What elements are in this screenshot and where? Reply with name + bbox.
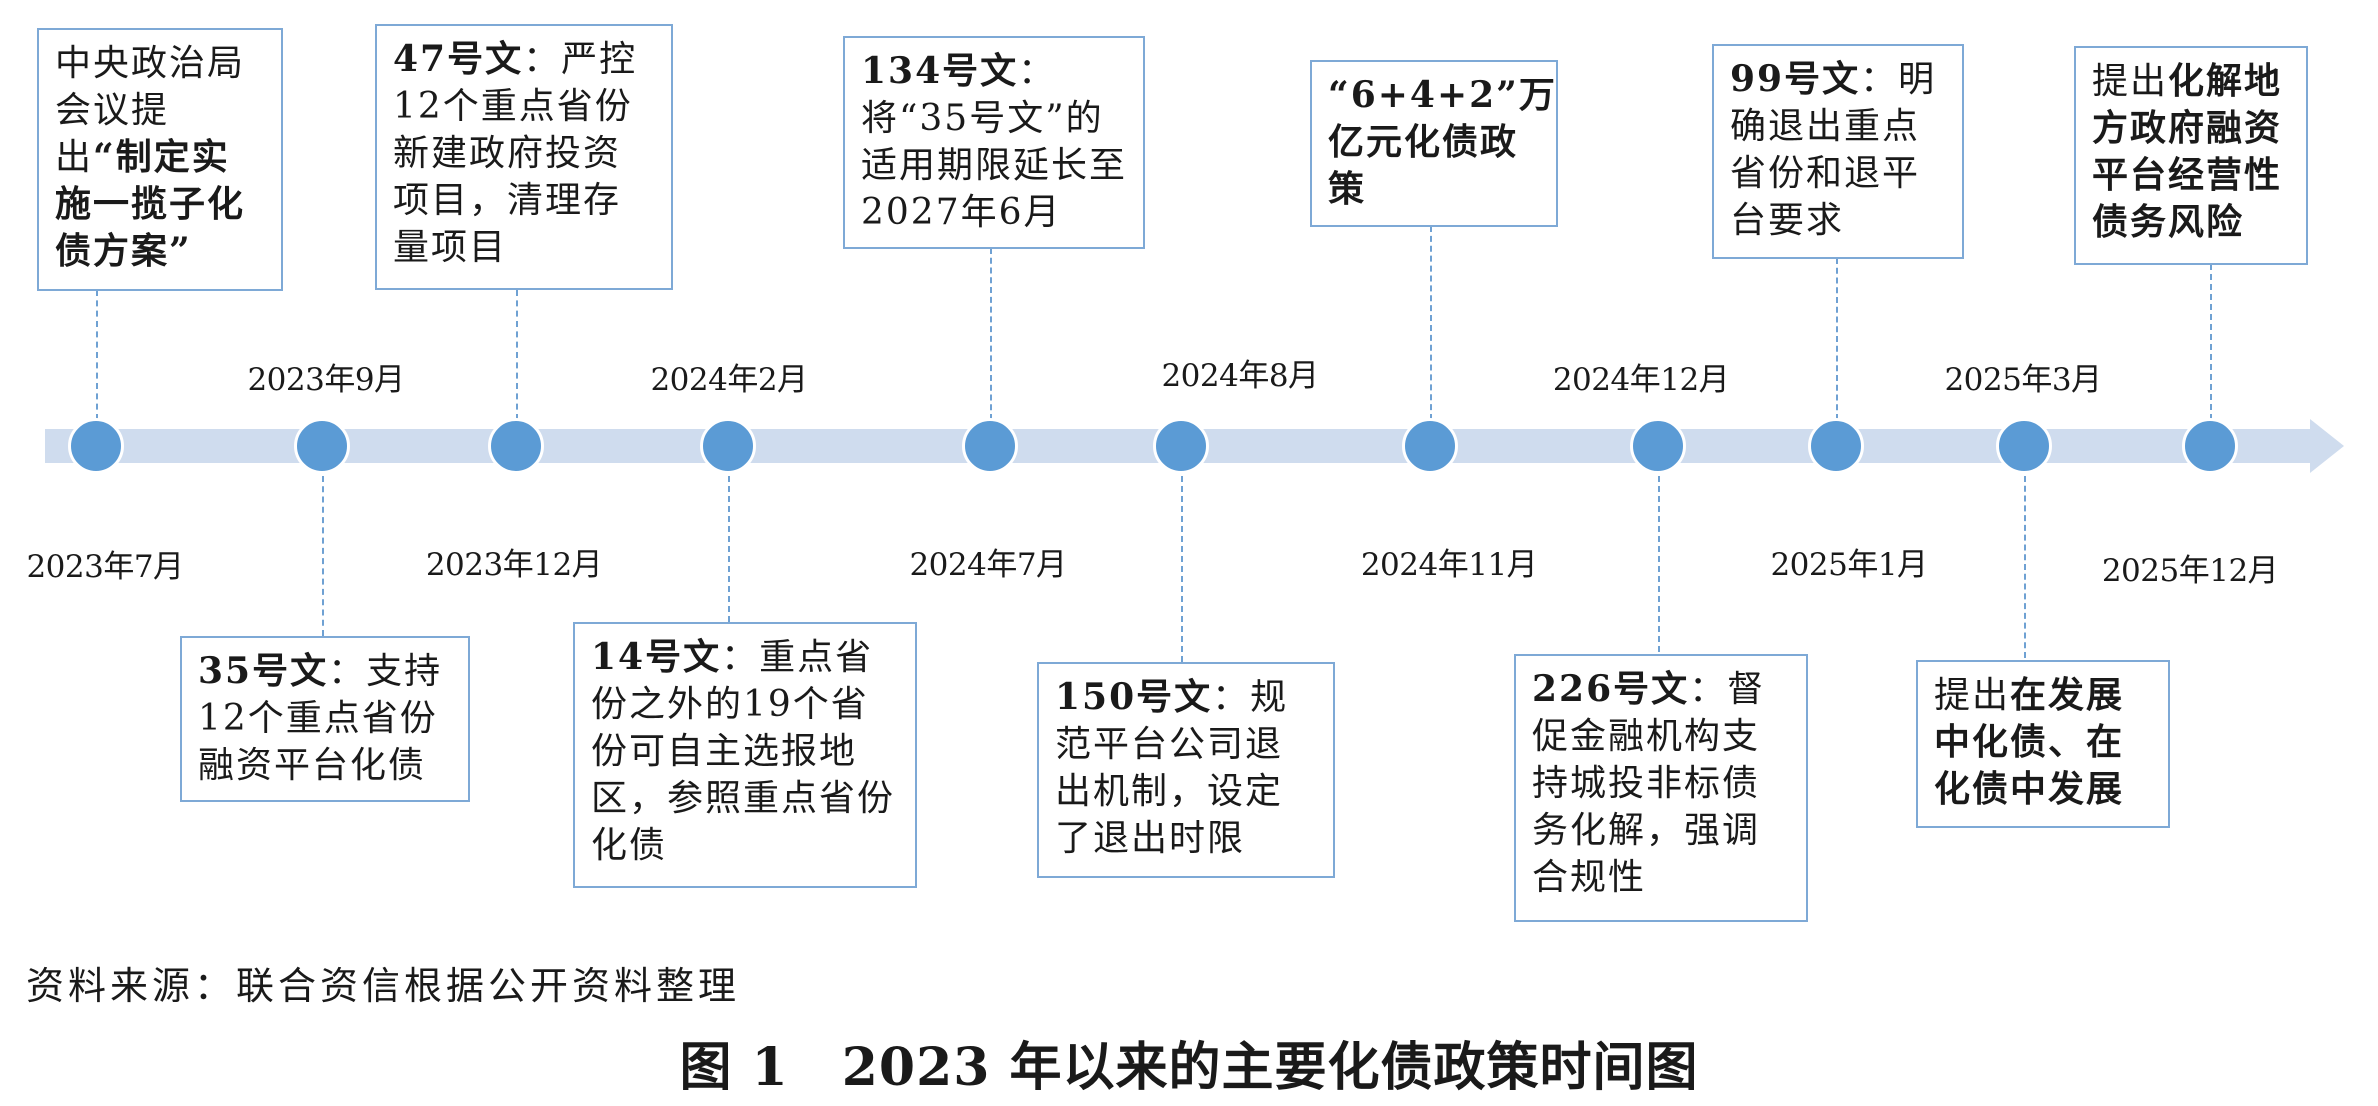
timeline-dot: [1996, 418, 2052, 474]
connector: [728, 476, 730, 622]
event-text: ：督促金融机构支持城投非标债务化解，强调合规性: [1532, 669, 1766, 898]
event-text: ：明确退出重点省份和退平台要求: [1730, 59, 1937, 241]
timeline-dot: [68, 418, 124, 474]
timeline-dot: [962, 418, 1018, 474]
event-box-2023-09: 35号文：支持12个重点省份融资平台化债: [180, 636, 470, 802]
timeline-dot: [294, 418, 350, 474]
timeline-dot: [1402, 418, 1458, 474]
event-document: 47号文: [393, 38, 524, 80]
event-document: 14号文: [591, 636, 722, 678]
connector: [1181, 476, 1183, 662]
event-box-2025-12: 提出化解地方政府融资平台经营性债务风险: [2074, 46, 2308, 265]
timeline-dot: [1808, 418, 1864, 474]
connector: [516, 290, 518, 420]
connector: [990, 248, 992, 420]
event-text: 提出: [1934, 675, 2011, 716]
event-box-2024-11: “6+4+2”万亿元化债政策: [1310, 60, 1558, 227]
event-document: 226号文: [1532, 668, 1690, 710]
timeline-dot: [2182, 418, 2238, 474]
event-box-2023-12: 47号文：严控12个重点省份新建政府投资项目，清理存量项目: [375, 24, 673, 290]
event-document: 99号文: [1730, 58, 1861, 100]
event-date: 2024年12月: [1552, 362, 1730, 398]
event-date: 2025年3月: [1944, 362, 2102, 398]
event-box-2024-12: 226号文：督促金融机构支持城投非标债务化解，强调合规性: [1514, 654, 1808, 922]
connector: [2210, 264, 2212, 420]
event-date: 2025年12月: [2101, 553, 2279, 589]
source-note: 资料来源：联合资信根据公开资料整理: [26, 964, 741, 1008]
event-highlight: 在发展中化债、在化债中发展: [1934, 674, 2125, 810]
event-box-2025-03: 提出在发展中化债、在化债中发展: [1916, 660, 2170, 828]
event-document: 35号文: [198, 650, 329, 692]
event-date: 2024年11月: [1360, 547, 1538, 583]
event-text: ：规范平台公司退出机制，设定了退出时限: [1055, 677, 1289, 859]
event-document: 134号文: [861, 50, 1019, 92]
event-date: 2024年8月: [1161, 358, 1319, 394]
timeline-dot: [488, 418, 544, 474]
event-date: 2024年2月: [650, 362, 808, 398]
event-box-2025-01: 99号文：明确退出重点省份和退平台要求: [1712, 44, 1964, 259]
connector: [1658, 476, 1660, 652]
event-box-2024-08: 150号文：规范平台公司退出机制，设定了退出时限: [1037, 662, 1335, 878]
event-document: “6+4+2”万亿元化债政策: [1328, 74, 1557, 210]
event-text: ：严控12个重点省份新建政府投资项目，清理存量项目: [393, 39, 638, 268]
event-document: 150号文: [1055, 676, 1213, 718]
event-date: 2025年1月: [1770, 547, 1928, 583]
timeline-dot: [1630, 418, 1686, 474]
event-date: 2024年7月: [909, 547, 1067, 583]
event-highlight: “制定实施一揽子化债方案”: [55, 136, 246, 272]
connector: [322, 476, 324, 636]
event-date: 2023年7月: [26, 549, 184, 585]
timeline-arrowhead: [2310, 419, 2344, 473]
event-text: 提出: [2092, 61, 2169, 102]
event-box-2024-02: 14号文：重点省份之外的19个省份可自主选报地区，参照重点省份化债: [573, 622, 917, 888]
event-text: 中央政治局会议提出: [55, 43, 246, 178]
event-box-2023-07: 中央政治局会议提出“制定实施一揽子化债方案”: [37, 28, 283, 291]
event-highlight: 化解地方政府融资平台经营性债务风险: [2092, 60, 2283, 243]
event-text: ：支持12个重点省份融资平台化债: [198, 651, 443, 786]
figure-caption: 图 1 2023 年以来的主要化债政策时间图: [679, 1037, 1699, 1098]
event-date: 2023年12月: [425, 547, 603, 583]
timeline-dot: [1153, 418, 1209, 474]
connector: [96, 290, 98, 420]
connector: [1430, 226, 1432, 420]
event-box-2024-07: 134号文：将“35号文”的适用期限延长至2027年6月: [843, 36, 1145, 249]
timeline-dot: [700, 418, 756, 474]
connector: [2024, 476, 2026, 658]
event-text: ：重点省份之外的19个省份可自主选报地区，参照重点省份化债: [591, 637, 896, 866]
event-text: ：将“35号文”的适用期限延长至2027年6月: [861, 51, 1128, 233]
event-date: 2023年9月: [247, 362, 405, 398]
connector: [1836, 258, 1838, 420]
